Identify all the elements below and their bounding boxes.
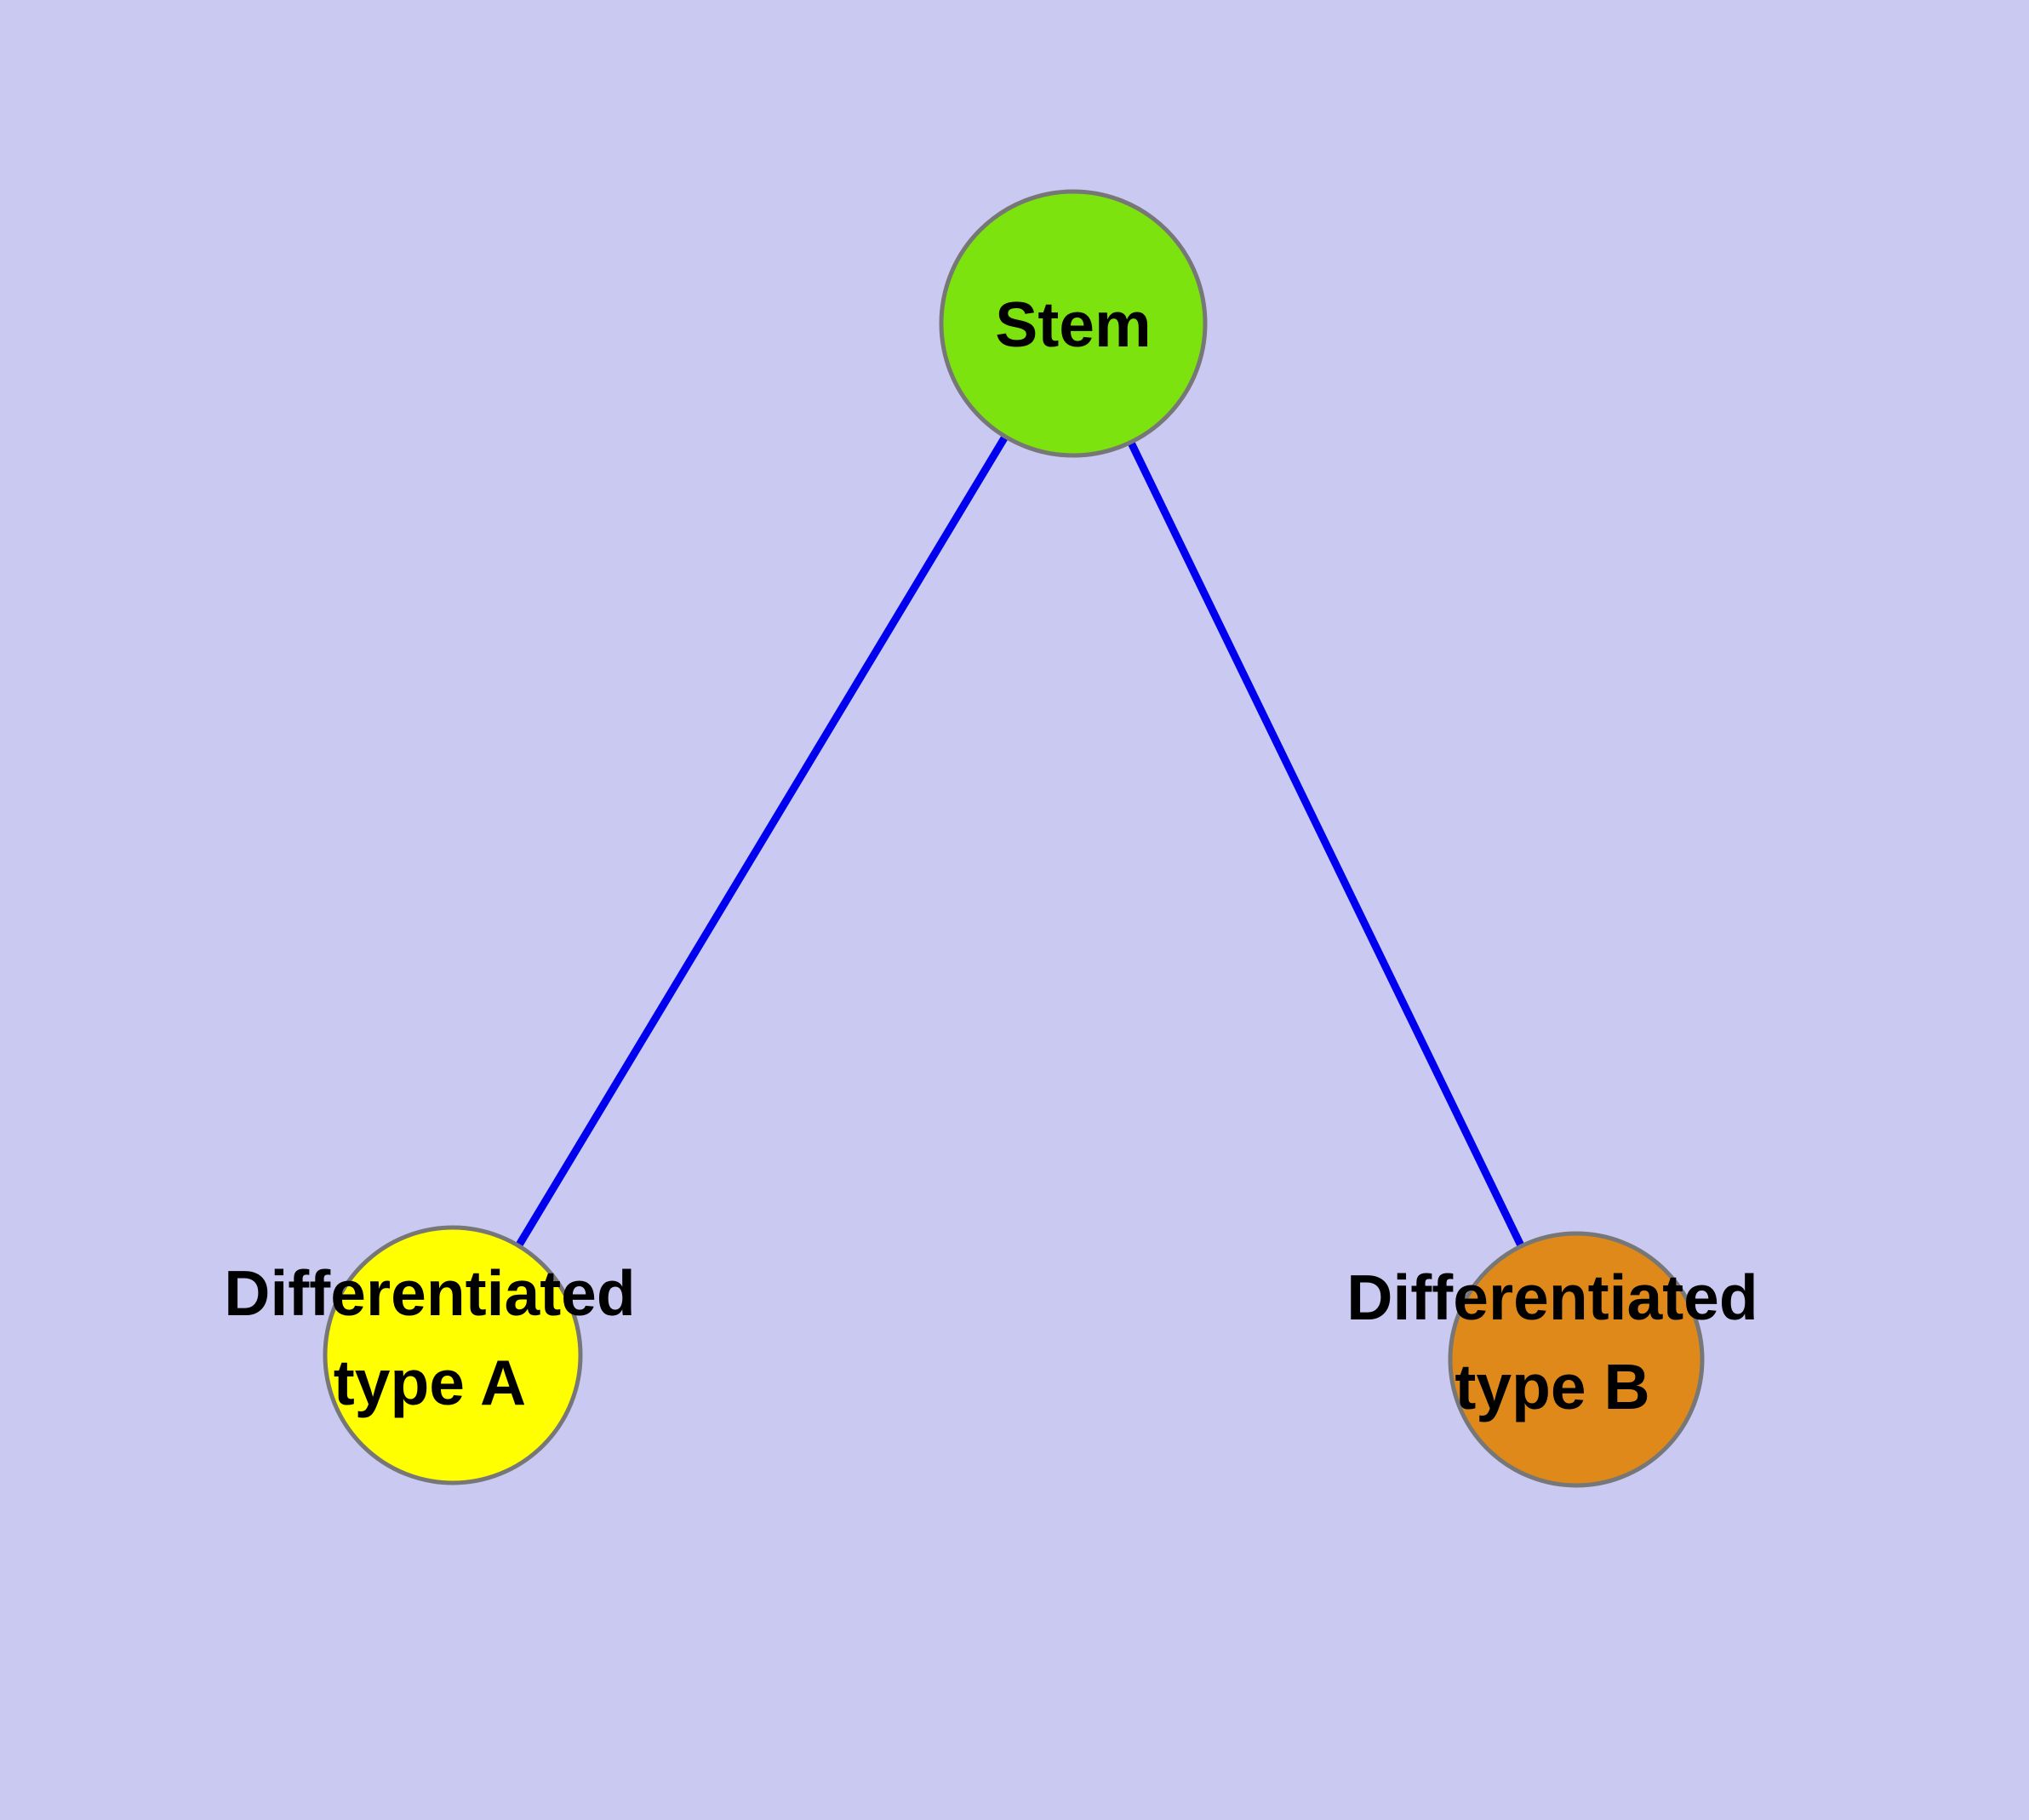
differentiated-type-b-label-line2: type B: [1455, 1351, 1649, 1422]
differentiated-type-b-label-line1: Differentiated: [1346, 1262, 1758, 1333]
edge-stem-to-type-a: [449, 321, 1077, 1358]
differentiated-type-a-node: [323, 1225, 583, 1485]
differentiated-type-a-label-line1: Differentiated: [224, 1257, 635, 1329]
differentiated-type-a-label-line2: type A: [334, 1347, 526, 1418]
stem-node-label: Stem: [995, 289, 1151, 360]
edge-stem-to-type-b: [1069, 322, 1580, 1361]
stem-node: [939, 189, 1208, 458]
differentiated-type-b-node: [1448, 1231, 1705, 1488]
